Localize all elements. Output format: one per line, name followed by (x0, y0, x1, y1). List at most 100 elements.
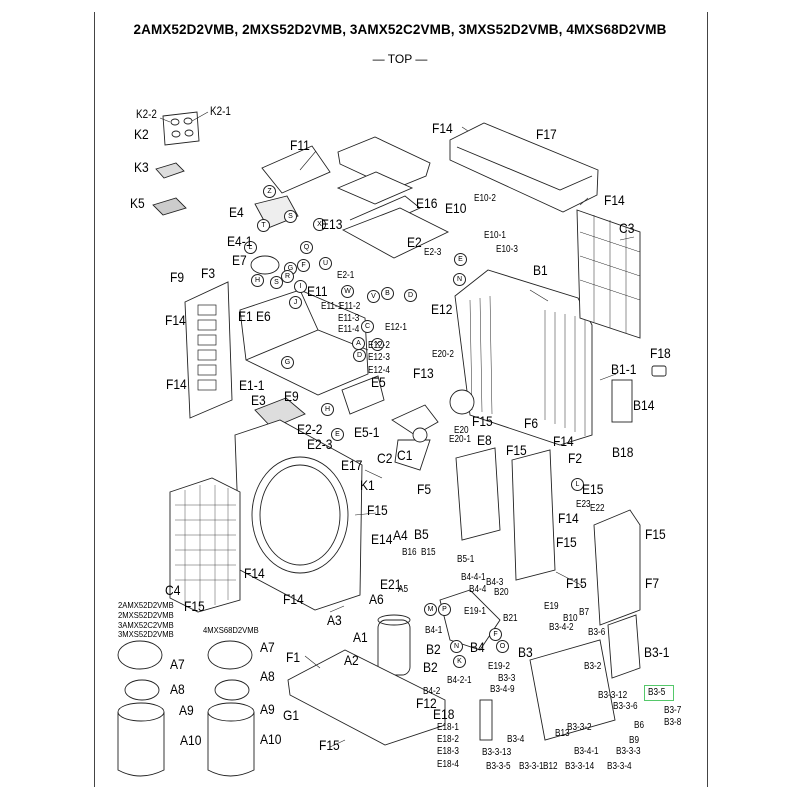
part-label-e20-1: E20-1 (449, 434, 471, 445)
a10-insulation-right (207, 702, 255, 777)
part-label-b1: B1 (533, 262, 548, 278)
part-label-b3-6: B3-6 (588, 627, 606, 638)
a8-ring-left (124, 679, 160, 701)
part-label-e4: E4 (229, 204, 244, 220)
a10-insulation-left (117, 702, 165, 777)
part-label-k2-1: K2-1 (210, 106, 231, 118)
part-label-e6: E6 (256, 308, 271, 324)
part-label-b21: B21 (503, 613, 518, 624)
part-label-b20: B20 (494, 587, 509, 598)
f2-side-plate (511, 449, 556, 581)
part-label-f14: F14 (244, 565, 265, 581)
callout-circle: X (371, 338, 384, 351)
part-label-e21: E21 (380, 576, 402, 592)
model-list-left: 2AMX52D2VMB (118, 600, 174, 610)
callout-circle: L (571, 478, 584, 491)
callout-circle: H (251, 274, 264, 287)
part-label-b3: B3 (518, 644, 533, 660)
part-label-b3-3-1: B3-3-1 (519, 761, 544, 772)
a7-cap-right (207, 640, 253, 670)
part-label-c1: C1 (397, 447, 413, 463)
part-label-b3-3-3: B3-3-3 (616, 746, 641, 757)
part-label-b3-3: B3-3 (498, 673, 516, 684)
callout-circle: O (496, 640, 509, 653)
part-label-b2: B2 (423, 659, 438, 675)
part-label-e14: E14 (371, 531, 393, 547)
f1-base-plate (287, 649, 446, 746)
e18-terminal (479, 699, 493, 741)
a7-cap-left (117, 640, 163, 670)
part-label-e8: E8 (477, 432, 492, 448)
part-label-b3-2: B3-2 (584, 661, 602, 672)
callout-circle: T (257, 219, 270, 232)
callout-circle: G (281, 356, 294, 369)
part-label-e19-1: E19-1 (464, 606, 486, 617)
part-label-a10: A10 (180, 732, 202, 748)
part-label-e18: E18 (433, 706, 455, 722)
callout-circle: R (281, 270, 294, 283)
callout-circle: L (244, 241, 257, 254)
part-label-f11: F11 (290, 137, 310, 153)
part-label-f15: F15 (556, 534, 577, 550)
f11-cover-plate (261, 145, 331, 194)
part-label-b3-4-2: B3-4-2 (549, 622, 574, 633)
part-label-b3-3-14: B3-3-14 (565, 761, 595, 772)
k5-part (152, 197, 187, 216)
part-label-b6: B6 (634, 720, 645, 731)
callout-circle: K (453, 655, 466, 668)
view-label: — TOP — (372, 52, 428, 66)
part-label-c4: C4 (165, 582, 181, 598)
part-label-f15: F15 (472, 413, 493, 429)
part-label-e19: E19 (544, 601, 559, 612)
part-label-e10-1: E10-1 (484, 230, 506, 241)
part-label-e5-1: E5-1 (354, 424, 380, 440)
part-label-f1: F1 (286, 649, 301, 665)
part-label-b4-3: B4-3 (486, 577, 504, 588)
part-label-b3-3-2: B3-3-2 (567, 722, 592, 733)
part-label-k3: K3 (134, 159, 149, 175)
c3-rear-grille (576, 209, 641, 339)
part-label-b3-3-4: B3-3-4 (607, 761, 632, 772)
part-label-e20: E20 (454, 425, 469, 436)
part-label-b3-1: B3-1 (644, 644, 670, 660)
part-label-f2: F2 (568, 450, 583, 466)
part-label-f14: F14 (432, 120, 453, 136)
callout-circle: S (284, 210, 297, 223)
part-label-k1: K1 (360, 477, 375, 493)
part-label-b3-4: B3-4 (507, 734, 525, 745)
part-label-a2: A2 (344, 652, 359, 668)
part-label-a7: A7 (170, 656, 185, 672)
e13-plate (336, 171, 414, 205)
callout-circle: Z (263, 185, 276, 198)
part-label-f3: F3 (201, 265, 216, 281)
part-label-e11-1: E11-1 (321, 301, 343, 312)
part-label-b3-4-9: B3-4-9 (490, 684, 515, 695)
part-label-f15: F15 (506, 442, 527, 458)
part-label-f14: F14 (166, 376, 187, 392)
part-label-f15: F15 (367, 502, 388, 518)
callout-circle: E (454, 253, 467, 266)
callout-circle: M (424, 603, 437, 616)
part-label-b3-3-13: B3-3-13 (482, 747, 512, 758)
part-label-e2-3: E2-3 (424, 247, 442, 258)
part-label-a6: A6 (369, 591, 384, 607)
part-label-b3-7: B3-7 (664, 705, 682, 716)
part-label-a7: A7 (260, 639, 275, 655)
part-label-e1-1: E1-1 (239, 377, 265, 393)
part-label-e18-2: E18-2 (437, 734, 459, 745)
part-label-a8: A8 (260, 668, 275, 684)
part-label-f14: F14 (558, 510, 579, 526)
part-label-f15: F15 (566, 575, 587, 591)
f18-part (651, 365, 667, 377)
f5-partition (455, 447, 501, 541)
b3-valve-board (529, 639, 616, 741)
part-label-e12: E12 (431, 301, 453, 317)
part-label-f13: F13 (413, 365, 434, 381)
callout-circle: U (319, 257, 332, 270)
part-label-e17: E17 (341, 457, 363, 473)
part-label-e4-1: E4-1 (227, 233, 253, 249)
part-label-b3-3-5: B3-3-5 (486, 761, 511, 772)
e16-cover (337, 136, 431, 190)
part-label-b7: B7 (579, 607, 590, 618)
